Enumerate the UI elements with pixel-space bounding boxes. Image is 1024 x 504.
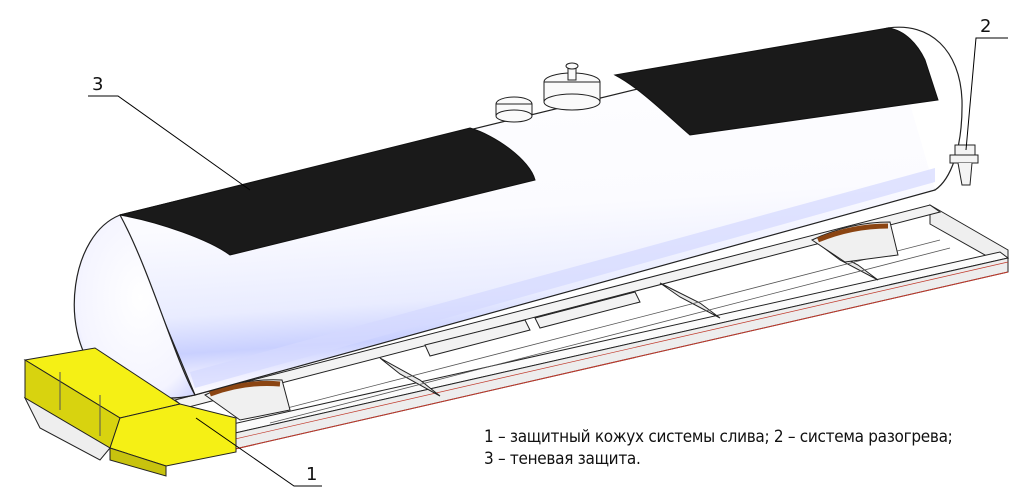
tank-hatch: [495, 62, 601, 123]
callout-1: 1: [306, 464, 317, 485]
heating-system: [949, 144, 979, 186]
legend-line-1: 1 – защитный кожух системы слива; 2 – си…: [484, 427, 953, 447]
shadow-protection: [119, 27, 939, 256]
drain-protective-cover: [23, 347, 237, 477]
callout-3: 3: [92, 74, 103, 95]
legend: 1 – защитный кожух системы слива; 2 – си…: [484, 426, 1014, 470]
saddle-supports: [204, 221, 899, 421]
chassis-frame: [173, 204, 1010, 453]
leader-lines: [88, 37, 1008, 487]
legend-line-2: 3 – теневая защита.: [484, 449, 641, 469]
callout-2: 2: [980, 16, 991, 37]
drain-housing-segments: [424, 291, 641, 357]
